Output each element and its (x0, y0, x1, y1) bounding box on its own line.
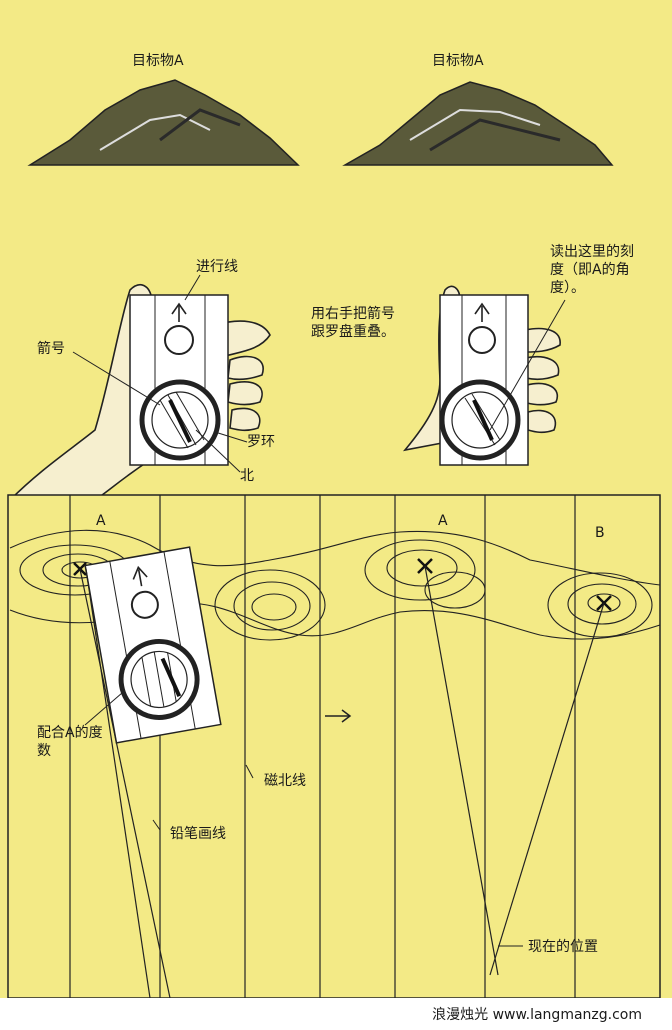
map-panel (7, 494, 661, 999)
label-current-position: 现在的位置 (528, 939, 598, 955)
label-target-left: 目标物A (132, 53, 184, 69)
label-ring: 罗环 (247, 434, 275, 450)
compass-left (129, 294, 229, 466)
label-arrow: 箭号 (37, 341, 65, 357)
label-instruction: 用右手把箭号跟罗盘重叠。 (311, 306, 395, 340)
label-pencil-line: 铅笔画线 (170, 826, 226, 842)
leader-lines-middle (72, 274, 566, 473)
label-target-right: 目标物A (432, 53, 484, 69)
compass-on-map (84, 546, 222, 744)
compass-right (439, 294, 529, 466)
label-match-a: 配合A的度数 (37, 725, 103, 759)
mountain-right (342, 81, 614, 166)
label-north: 北 (240, 468, 254, 484)
label-magnetic-north: 磁北线 (264, 773, 306, 789)
label-a-right: A (438, 513, 448, 529)
footer: 浪漫烛光 www.langmanzg.com (0, 998, 672, 1030)
mountain-left (27, 79, 300, 166)
label-a-left: A (96, 513, 106, 529)
footer-text: 浪漫烛光 www.langmanzg.com (432, 1007, 642, 1023)
label-read-note: 读出这里的刻度（即A的角度）。 (550, 244, 634, 296)
label-travel-line: 进行线 (196, 259, 238, 275)
label-b: B (595, 525, 605, 541)
